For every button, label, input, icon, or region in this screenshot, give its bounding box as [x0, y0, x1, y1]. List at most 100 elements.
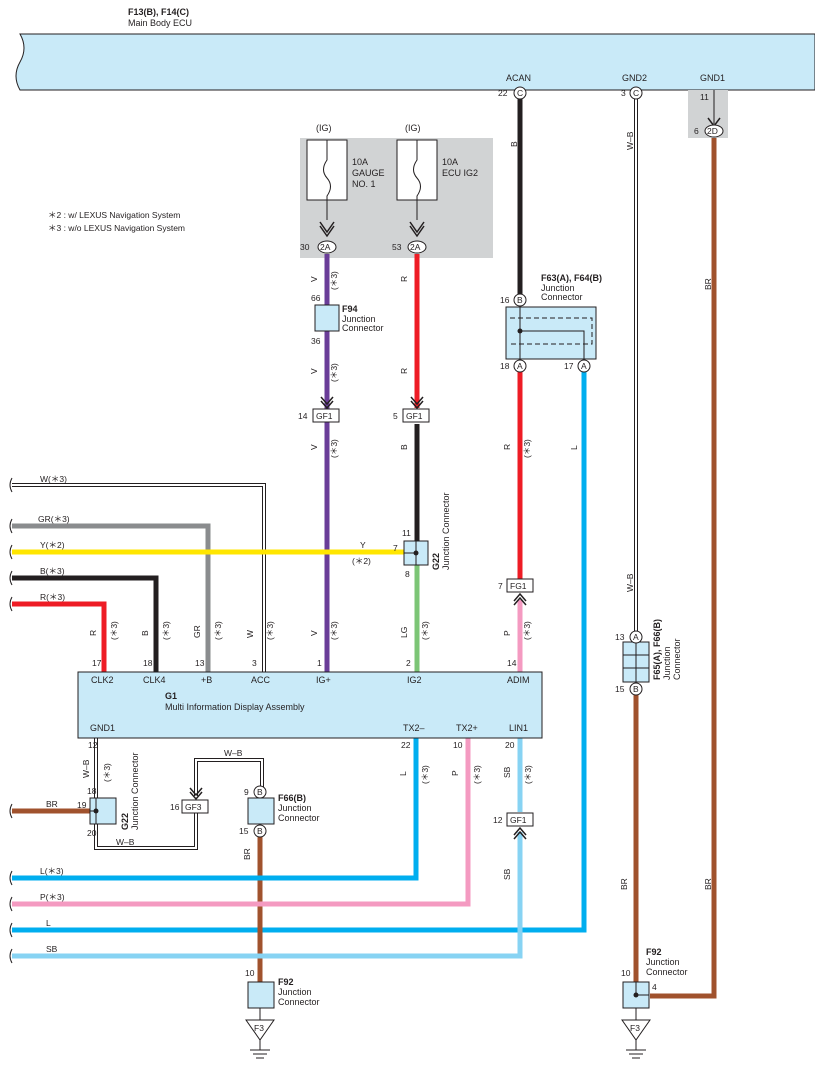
wire-pink-tx2p — [12, 738, 471, 907]
svg-text:3: 3 — [621, 88, 626, 98]
wire-gray-b — [12, 523, 211, 672]
svg-text:22: 22 — [498, 88, 508, 98]
svg-text:36: 36 — [311, 336, 321, 346]
svg-text:F65(A), F66(B): F65(A), F66(B) — [652, 619, 662, 680]
svg-text:IG+: IG+ — [316, 675, 331, 685]
svg-text:F3: F3 — [630, 1023, 640, 1033]
svg-text:30: 30 — [300, 242, 310, 252]
svg-text:L: L — [569, 445, 579, 450]
svg-text:Connector: Connector — [342, 323, 384, 333]
gnd1-label: GND1 — [700, 73, 725, 83]
svg-text:(＊3): (＊3) — [265, 621, 275, 640]
f94-connector — [314, 304, 340, 332]
svg-text:W–B: W–B — [81, 759, 91, 778]
svg-text:(＊3): (＊3) — [420, 765, 430, 784]
svg-text:GR(＊3): GR(＊3) — [38, 514, 70, 524]
svg-text:10: 10 — [453, 740, 463, 750]
svg-text:2D: 2D — [707, 126, 718, 136]
svg-text:(＊3): (＊3) — [420, 621, 430, 640]
svg-text:TX2–: TX2– — [403, 723, 425, 733]
svg-text:V: V — [309, 368, 319, 374]
wire-black-clk4 — [12, 575, 159, 672]
svg-text:SB: SB — [46, 944, 58, 954]
gf3 — [181, 799, 209, 814]
svg-text:FG1: FG1 — [510, 581, 527, 591]
gnd1-pin-conn — [704, 124, 724, 138]
svg-text:BR: BR — [619, 878, 629, 890]
note-2: ＊2 : w/ LEXUS Navigation System — [48, 210, 180, 220]
svg-text:Junction: Junction — [541, 283, 575, 293]
svg-text:GF1: GF1 — [510, 815, 527, 825]
svg-text:Junction Connector: Junction Connector — [441, 492, 451, 570]
ground-left-icon — [245, 1019, 275, 1041]
gnd2-pin-conn — [629, 86, 643, 100]
svg-text:SB: SB — [502, 766, 512, 778]
svg-text:(＊3): (＊3) — [329, 439, 339, 458]
svg-text:(＊3): (＊3) — [522, 439, 532, 458]
svg-text:16: 16 — [500, 295, 510, 305]
svg-text:17: 17 — [92, 658, 102, 668]
svg-text:F3: F3 — [254, 1023, 264, 1033]
svg-text:2A: 2A — [410, 242, 421, 252]
wire-code-labels: B W–B BR V (＊3) R V (＊3) R V (＊3) B R (＊… — [81, 131, 713, 890]
acan-pin-conn — [513, 86, 527, 100]
svg-text:11: 11 — [402, 528, 411, 538]
svg-text:V: V — [309, 276, 319, 282]
svg-text:P: P — [450, 770, 460, 776]
svg-text:ADIM: ADIM — [507, 675, 530, 685]
svg-text:7: 7 — [393, 543, 398, 553]
svg-text:17: 17 — [564, 361, 574, 371]
svg-text:F92: F92 — [278, 977, 294, 987]
svg-text:16: 16 — [170, 802, 180, 812]
svg-text:ACC: ACC — [251, 675, 271, 685]
svg-text:R: R — [399, 368, 409, 374]
acan-label: ACAN — [506, 73, 531, 83]
g1-top-pins: 17 CLK2 18 CLK4 13 +B 3 ACC 1 IG+ 2 IG2 … — [91, 658, 530, 685]
svg-text:GND1: GND1 — [90, 723, 115, 733]
svg-text:+B: +B — [201, 675, 212, 685]
wire-red-clk2 — [12, 601, 107, 672]
svg-text:BR: BR — [703, 278, 713, 290]
svg-text:6: 6 — [694, 126, 699, 136]
svg-text:Y(＊2): Y(＊2) — [40, 540, 65, 550]
svg-text:P(＊3): P(＊3) — [40, 892, 65, 902]
svg-text:15: 15 — [239, 826, 249, 836]
wire-blue-l — [12, 372, 587, 933]
ecu-fuse-name1: ECU IG2 — [442, 168, 478, 178]
main-ecu-id: F13(B), F14(C) — [128, 7, 189, 17]
svg-text:GF1: GF1 — [406, 411, 423, 421]
svg-text:CLK2: CLK2 — [91, 675, 114, 685]
svg-text:(＊3): (＊3) — [522, 621, 532, 640]
svg-text:IG2: IG2 — [407, 675, 422, 685]
svg-text:BR: BR — [703, 878, 713, 890]
svg-text:13: 13 — [195, 658, 205, 668]
svg-text:2: 2 — [406, 658, 411, 668]
svg-text:Junction: Junction — [646, 957, 680, 967]
svg-text:8: 8 — [405, 569, 410, 579]
main-ecu-box — [15, 33, 815, 91]
gauge-fuse-name1: GAUGE — [352, 168, 385, 178]
svg-text:LIN1: LIN1 — [509, 723, 528, 733]
svg-text:Junction Connector: Junction Connector — [130, 752, 140, 830]
svg-text:3: 3 — [252, 658, 257, 668]
svg-text:V: V — [309, 444, 319, 450]
fg1 — [506, 578, 534, 593]
svg-text:LG: LG — [399, 627, 409, 638]
svg-text:W–B: W–B — [224, 748, 243, 758]
svg-text:A: A — [581, 361, 587, 371]
svg-text:5: 5 — [393, 411, 398, 421]
svg-text:A: A — [633, 632, 639, 642]
ground-right-icon — [621, 1019, 651, 1041]
svg-text:R: R — [399, 276, 409, 282]
svg-text:18: 18 — [143, 658, 153, 668]
svg-text:14: 14 — [298, 411, 308, 421]
ecu-fuse-source: (IG) — [405, 123, 421, 133]
svg-text:B: B — [509, 141, 519, 147]
svg-text:20: 20 — [87, 828, 97, 838]
svg-text:10: 10 — [621, 968, 631, 978]
svg-text:W–B: W–B — [625, 573, 635, 592]
svg-text:22: 22 — [401, 740, 411, 750]
svg-text:G1: G1 — [165, 691, 177, 701]
svg-text:BR: BR — [46, 799, 58, 809]
svg-text:1: 1 — [317, 658, 322, 668]
